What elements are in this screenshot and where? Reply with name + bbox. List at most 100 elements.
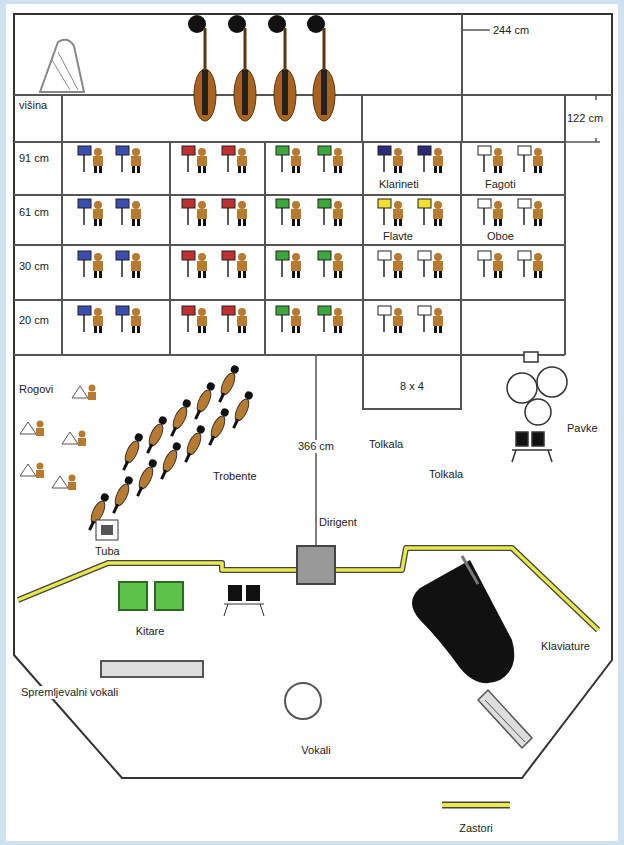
icon-part	[423, 155, 425, 172]
icon-part	[334, 253, 342, 261]
musician-icon	[78, 251, 103, 278]
icon-part	[62, 432, 78, 444]
node-label: Kitare	[135, 625, 166, 638]
icon-part	[292, 271, 295, 278]
icon-part	[137, 271, 140, 278]
icon-part	[434, 219, 437, 226]
icon-part	[334, 148, 342, 156]
icon-part	[94, 308, 102, 316]
icon-part	[439, 219, 442, 226]
text-label: Pavke	[566, 422, 599, 435]
stage-outline	[14, 14, 612, 778]
icon-part	[83, 315, 85, 332]
musician-icon	[418, 199, 443, 226]
icon-part	[222, 251, 235, 260]
icon-part	[160, 448, 179, 474]
icon-part	[198, 219, 201, 226]
guitar-amp	[154, 581, 184, 611]
icon-part	[434, 148, 442, 156]
icon-part	[292, 201, 300, 209]
icon-part	[114, 504, 118, 513]
icon-part	[37, 463, 44, 470]
icon-part	[518, 199, 531, 208]
icon-part	[131, 156, 141, 166]
musician-icons	[20, 146, 543, 540]
icon-part	[93, 156, 103, 166]
icon-part	[237, 261, 247, 271]
icon-part	[187, 260, 189, 277]
icon-part	[99, 166, 102, 173]
icon-part	[170, 405, 189, 431]
icon-part	[187, 208, 189, 225]
icon-part	[383, 315, 385, 332]
icon-part	[439, 166, 442, 173]
icon-part	[399, 166, 402, 173]
double-basses	[188, 15, 335, 121]
icon-part	[79, 431, 86, 438]
legend-line-sample	[442, 805, 510, 806]
node-shape	[118, 581, 184, 611]
icon-part	[138, 487, 142, 496]
icon-part	[439, 326, 442, 333]
icon-part	[238, 326, 241, 333]
icon-part	[112, 482, 131, 508]
text-label: 20 cm	[18, 314, 50, 327]
icon-part	[94, 166, 97, 173]
icon-part	[96, 520, 118, 540]
icon-part	[69, 475, 76, 482]
icon-part	[378, 306, 391, 315]
icon-part	[184, 431, 203, 457]
icon-part	[291, 261, 301, 271]
icon-part	[434, 308, 442, 316]
grand-piano	[412, 556, 514, 683]
icon-part	[203, 166, 206, 173]
icon-part	[122, 439, 141, 465]
icon-part	[423, 315, 425, 332]
icon-part	[418, 251, 431, 260]
text-label: Tolkala	[368, 438, 404, 451]
musician-icon	[378, 251, 403, 278]
icon-part	[132, 253, 140, 261]
icon-part	[539, 219, 542, 226]
icon-part	[394, 271, 397, 278]
icon-part	[292, 308, 300, 316]
icon-part	[238, 201, 246, 209]
icon-part	[187, 315, 189, 332]
icon-part	[172, 427, 176, 436]
icon-part	[237, 156, 247, 166]
icon-part	[132, 219, 135, 226]
icon-part	[93, 261, 103, 271]
trumpet-player-icon	[167, 398, 193, 438]
icon-part	[132, 326, 135, 333]
icon-part	[297, 271, 300, 278]
text-label: Tolkala	[428, 468, 464, 481]
guitar-amps: Kitare	[112, 575, 188, 643]
icon-part	[493, 209, 503, 219]
icon-part	[434, 166, 437, 173]
icon-part	[478, 251, 491, 260]
icon-part	[116, 146, 129, 155]
icon-part	[198, 201, 206, 209]
icon-part	[423, 260, 425, 277]
musician-icon	[276, 146, 301, 173]
icon-part	[132, 166, 135, 173]
icon-part	[433, 156, 443, 166]
amplifiers	[224, 585, 264, 616]
icon-part	[218, 371, 237, 397]
icon-part	[534, 148, 542, 156]
icon-part	[533, 209, 543, 219]
icon-part	[393, 316, 403, 326]
icon-part	[318, 146, 331, 155]
icon-part	[52, 476, 68, 488]
text-label: 30 cm	[18, 260, 50, 273]
trumpet-player-icon	[191, 381, 217, 421]
icon-part	[37, 421, 44, 428]
icon-part	[227, 155, 229, 172]
icon-part	[78, 438, 86, 446]
icon-part	[333, 316, 343, 326]
icon-part	[131, 261, 141, 271]
icon-part	[399, 271, 402, 278]
icon-part	[121, 155, 123, 172]
musician-icon	[318, 146, 343, 173]
icon-part	[194, 388, 213, 414]
